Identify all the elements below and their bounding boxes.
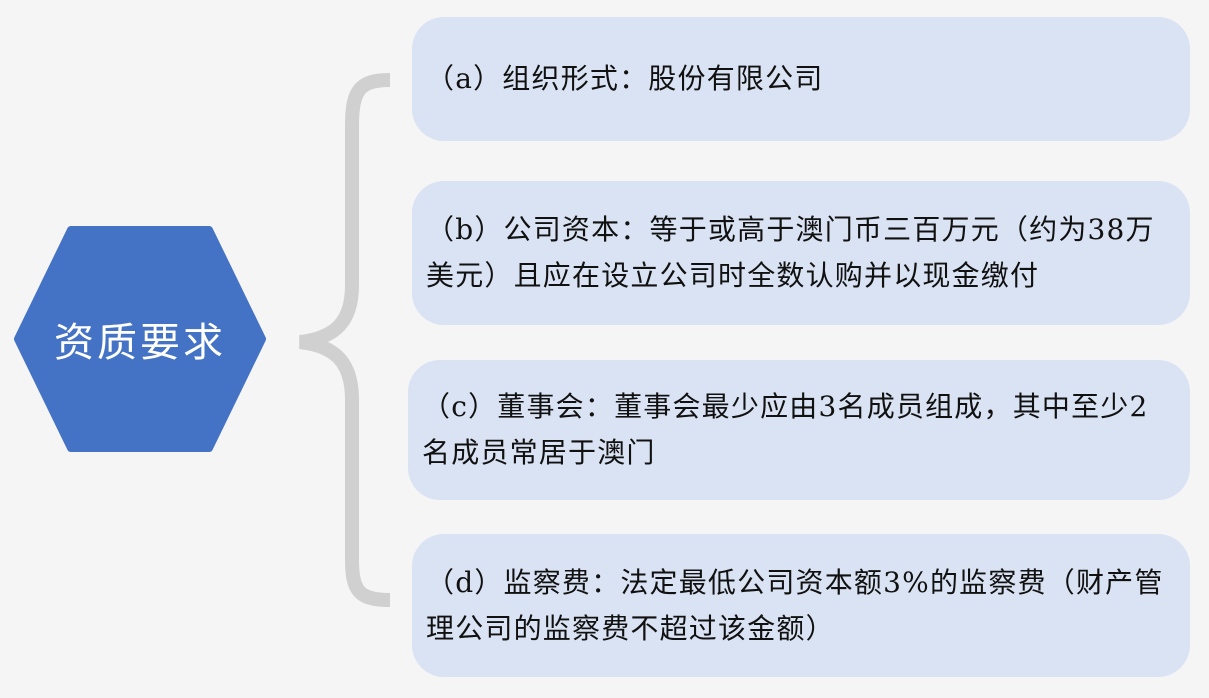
hexagon-shape: [14, 226, 266, 452]
requirement-text-c: （c）董事会：董事会最少应由3名成员组成，其中至少2名成员常居于澳门: [422, 390, 1149, 469]
requirement-item-d: （d）监察费：法定最低公司资本额3%的监察费（财产管理公司的监察费不超过该金额）: [412, 534, 1190, 677]
center-label: 资质要求: [54, 320, 226, 366]
requirement-item-c: （c）董事会：董事会最少应由3名成员组成，其中至少2名成员常居于澳门: [408, 360, 1190, 500]
requirement-text-b: （b）公司资本：等于或高于澳门币三百万元（约为38万美元）且应在设立公司时全数认…: [426, 213, 1155, 292]
requirement-text-d: （d）监察费：法定最低公司资本额3%的监察费（财产管理公司的监察费不超过该金额）: [426, 565, 1164, 645]
requirement-text-a: （a）组织形式：股份有限公司: [426, 62, 824, 95]
curly-brace: [299, 73, 391, 607]
requirement-item-b: （b）公司资本：等于或高于澳门币三百万元（约为38万美元）且应在设立公司时全数认…: [412, 181, 1190, 325]
center-hexagon: 资质要求: [14, 226, 266, 452]
requirement-item-a: （a）组织形式：股份有限公司: [412, 17, 1190, 141]
